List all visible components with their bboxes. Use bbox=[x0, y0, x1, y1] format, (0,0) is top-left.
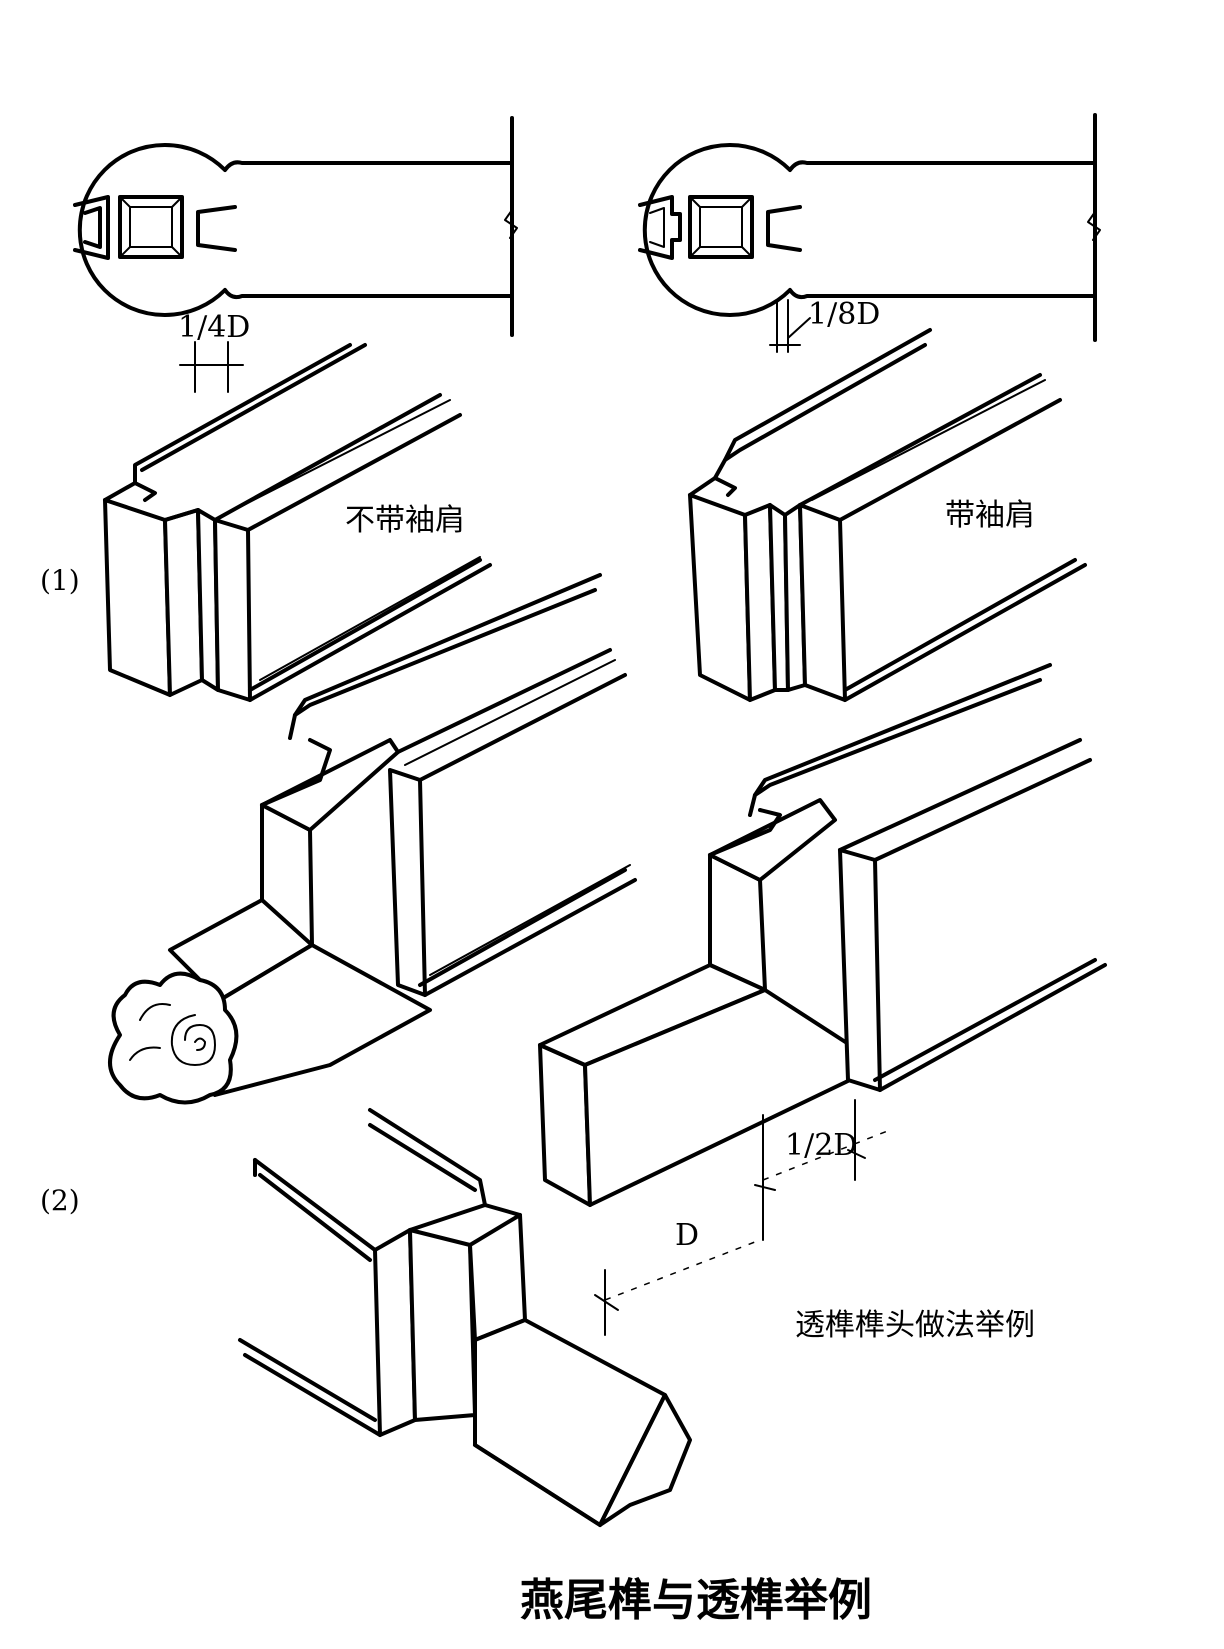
through-tenon-straight-end bbox=[538, 663, 1107, 1336]
with-shoulder-label: 带袖肩 bbox=[945, 498, 1035, 533]
through-tenon-lower bbox=[238, 1108, 692, 1527]
dim-d: D bbox=[675, 1218, 699, 1253]
through-tenon-note: 透榫榫头做法举例 bbox=[795, 1308, 1035, 1343]
plan-view-with-shoulder bbox=[638, 113, 1101, 353]
plan-view-no-shoulder bbox=[73, 116, 518, 393]
case-2-label: (2) bbox=[40, 1184, 80, 1217]
dim-half-d: 1/2D bbox=[785, 1128, 857, 1163]
no-shoulder-label: 不带袖肩 bbox=[345, 503, 465, 538]
case-1-label: (1) bbox=[40, 564, 80, 597]
dovetail-tenon-no-shoulder bbox=[103, 343, 492, 702]
dim-quarter-d: 1/4D bbox=[178, 310, 250, 345]
dovetail-tenon-with-shoulder bbox=[688, 328, 1087, 702]
figure-title: 燕尾榫与透榫举例 bbox=[520, 1575, 872, 1626]
dim-eighth-d: 1/8D bbox=[808, 297, 880, 332]
through-tenon-cloud-end bbox=[108, 573, 637, 1105]
